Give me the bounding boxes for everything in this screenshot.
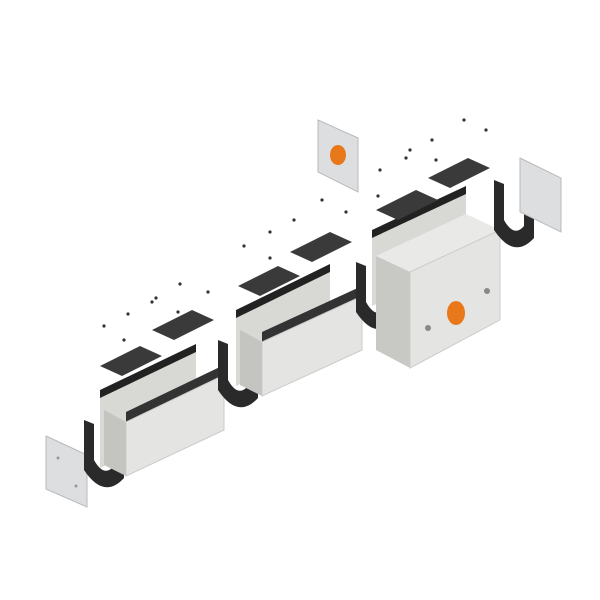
left-end-plate <box>45 435 88 508</box>
sump-grates <box>376 158 490 220</box>
right-end-plate <box>519 157 562 233</box>
channel-1 <box>100 344 225 477</box>
screws <box>102 118 488 342</box>
outlet-orange <box>447 301 465 325</box>
channel-2 <box>236 264 363 397</box>
outlet-end-plate <box>317 119 359 193</box>
channel-1-grates <box>100 310 214 376</box>
channel-2-grates <box>238 232 352 296</box>
sump-unit <box>372 186 501 369</box>
